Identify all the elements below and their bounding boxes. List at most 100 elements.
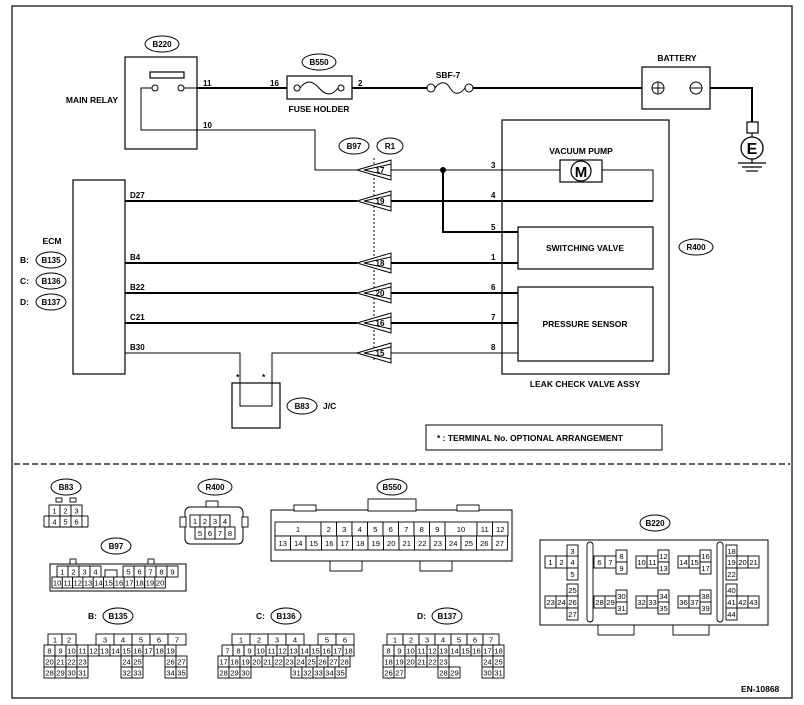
relay-contact-left [151, 84, 159, 92]
connector-pin-label: 17 [144, 646, 152, 655]
fuse-terminal-left [293, 84, 301, 92]
ecm-pin-c21: C21 [130, 313, 145, 322]
connector-pin-label: 3 [570, 547, 574, 556]
connector-pin-label: 11 [481, 525, 489, 534]
connector-pin-label: 11 [418, 646, 426, 655]
connector-pin-label: 35 [336, 668, 344, 677]
connector-prefix: D: [417, 611, 426, 621]
r1-badge [376, 137, 404, 155]
connector-pin-label: 11 [64, 578, 72, 587]
b97-badge-label: B97 [347, 142, 362, 151]
connector-pin-label: 3 [103, 635, 107, 644]
connector-pin-label: 2 [203, 517, 207, 526]
connector-pin-label: 33 [648, 598, 656, 607]
relay-pin-11: 11 [203, 79, 212, 88]
connector-pin-label: 11 [268, 646, 276, 655]
connector-pin-label: 29 [230, 668, 238, 677]
connector-pin-label: 19 [727, 558, 735, 567]
r400-pin-5: 5 [491, 223, 496, 232]
connector-pin-label: 2 [71, 567, 75, 576]
connector-pin-label: 15 [690, 558, 698, 567]
connector-pin-label: 5 [139, 635, 143, 644]
battery: BATTERY [641, 53, 711, 110]
connector-pin-label: 4 [358, 525, 362, 534]
pressure-sensor-label: PRESSURE SENSOR [542, 319, 627, 329]
connector-pin-label: 6 [137, 567, 141, 576]
connector-pin-label: 3 [74, 506, 78, 515]
connector-pin-label: 8 [47, 646, 51, 655]
ecm-pin-b4: B4 [130, 253, 141, 262]
connector-pin-label: 18 [494, 646, 502, 655]
b136-badge-label: B136 [41, 277, 61, 286]
connector-pin-label: 35 [177, 668, 185, 677]
wire-r400-5 [442, 170, 518, 233]
connector-pin-label: 34 [325, 668, 333, 677]
connector-pin-label: 7 [175, 635, 179, 644]
connector-pin-label: 24 [483, 657, 491, 666]
b135-badge-label: B135 [41, 256, 61, 265]
connector-pin-label: 8 [159, 567, 163, 576]
connector-badge [270, 607, 302, 625]
connector-pin-label: 18 [384, 657, 392, 666]
connector-pin-label: 3 [342, 525, 346, 534]
connector-pin-label: 30 [67, 668, 75, 677]
main-relay-label: MAIN RELAY [66, 95, 118, 105]
connector-pin-label: 17 [333, 646, 341, 655]
fuse-holder-label: FUSE HOLDER [289, 104, 350, 114]
connector-pin-label: 42 [738, 598, 746, 607]
connector-pin-label: 26 [384, 668, 392, 677]
connector-pin-label: 22 [67, 657, 75, 666]
connector-pin-label: 5 [570, 570, 574, 579]
switching-valve-label: SWITCHING VALVE [546, 243, 624, 253]
sbf-7-label: SBF-7 [436, 70, 461, 80]
connector-pin-label: 34 [659, 592, 667, 601]
connector-pin-label: 27 [395, 668, 403, 677]
connector-pin-label: 4 [93, 567, 97, 576]
connector-pin-label: 5 [63, 517, 67, 526]
connector-pin-label: 13 [100, 646, 108, 655]
connector-pin-cell [175, 666, 188, 679]
connector-pin-label: 29 [450, 668, 458, 677]
connector-pin-label: 21 [263, 657, 271, 666]
connector-pin-label: 15 [311, 646, 319, 655]
connector-pin-label: 4 [293, 635, 297, 644]
b220-badge [144, 35, 180, 53]
connector-pin-label: 12 [74, 578, 82, 587]
connector-pin-label: 25 [494, 657, 502, 666]
connector-pin-label: 19 [241, 657, 249, 666]
jc-star-right: * [262, 372, 266, 382]
ecm-d-prefix: D: [20, 297, 29, 307]
connector-pin-label: 16 [133, 646, 141, 655]
connector-badge-label: B136 [276, 612, 296, 621]
connector-pin-label: 2 [67, 635, 71, 644]
relay-pin-10: 10 [203, 121, 212, 130]
connector-pin-label: 24 [557, 598, 565, 607]
connector-pin-label: 1 [60, 567, 64, 576]
connector-badge [100, 537, 132, 555]
connector-pin-label: 6 [208, 529, 212, 538]
connector-pin-number: 19 [376, 197, 385, 206]
connector-pin-cell [566, 607, 579, 621]
leak-check-valve-assy: VACUUM PUMP M SWITCHING VALVE PRESSURE S… [501, 119, 714, 389]
connector-pin-label: 24 [122, 657, 130, 666]
connector-pin-label: 13 [84, 578, 92, 587]
connector-pin-label: 6 [343, 635, 347, 644]
connector-pin-label: 9 [247, 646, 251, 655]
fuse-terminal-right [337, 84, 345, 92]
connector-pin-label: 29 [606, 598, 614, 607]
connector-pin-label: 16 [325, 539, 333, 548]
connector-pin-label: 11 [79, 646, 87, 655]
connector-pin-cell [699, 601, 712, 615]
connector-pin-cell [566, 567, 579, 581]
connector-pin-label: 14 [94, 578, 102, 587]
r1-badge-label: R1 [385, 142, 396, 151]
connector-pin-label: 28 [219, 668, 227, 677]
connector-pin-cell [224, 526, 236, 540]
connector-pin-label: 2 [409, 635, 413, 644]
connector-pin-label: 19 [166, 646, 174, 655]
connector-badge-label: B550 [382, 483, 402, 492]
connector-pin-label: 18 [230, 657, 238, 666]
connector-badge-label: R400 [205, 483, 225, 492]
